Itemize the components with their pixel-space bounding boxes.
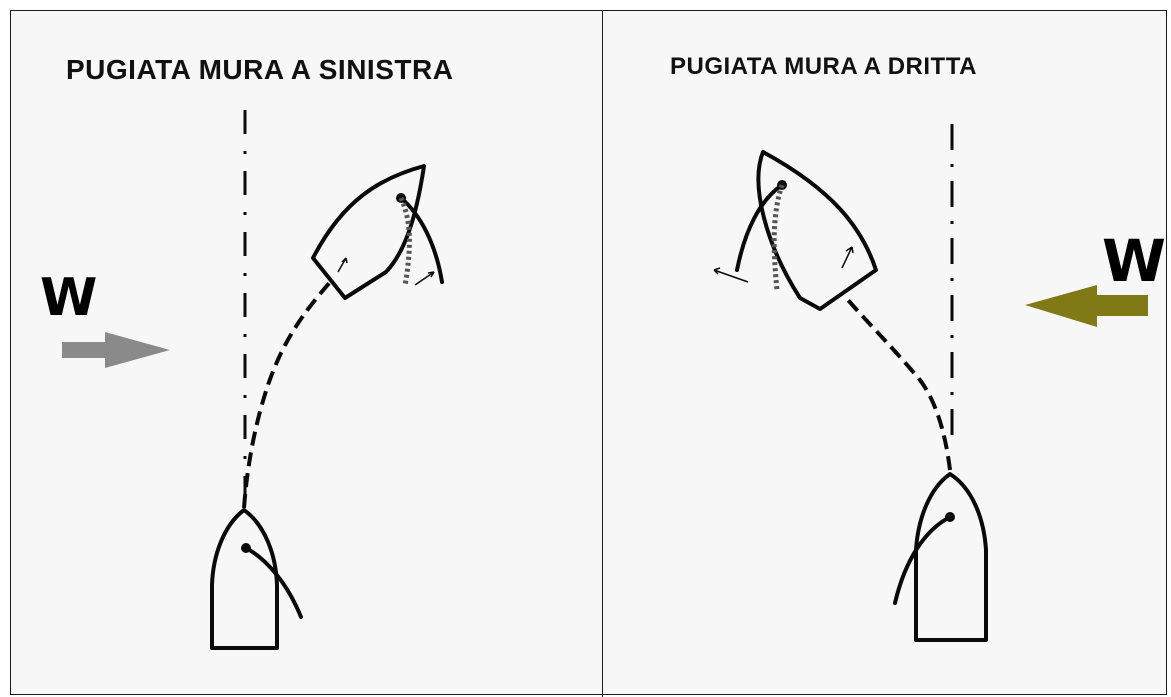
boat-start-right (893, 472, 988, 642)
wind-label-right: W (1102, 227, 1166, 295)
left-panel-drawing (62, 110, 444, 650)
course-track-left (242, 278, 334, 509)
right-panel-drawing (713, 124, 1148, 642)
course-track-right (846, 298, 952, 471)
panel-title-left: PUGIATA MURA A SINISTRA (66, 54, 454, 85)
boat-start-left (210, 508, 303, 650)
wind-label-left: W (40, 268, 98, 328)
wind-arrow-right (1025, 285, 1148, 327)
wind-arrow-left (62, 332, 170, 368)
boat-end-right (713, 150, 878, 311)
boat-end-left (311, 164, 444, 300)
diagram-frame (10, 10, 1167, 695)
panel-divider (602, 10, 603, 697)
panel-title-right: PUGIATA MURA A DRITTA (670, 53, 977, 80)
